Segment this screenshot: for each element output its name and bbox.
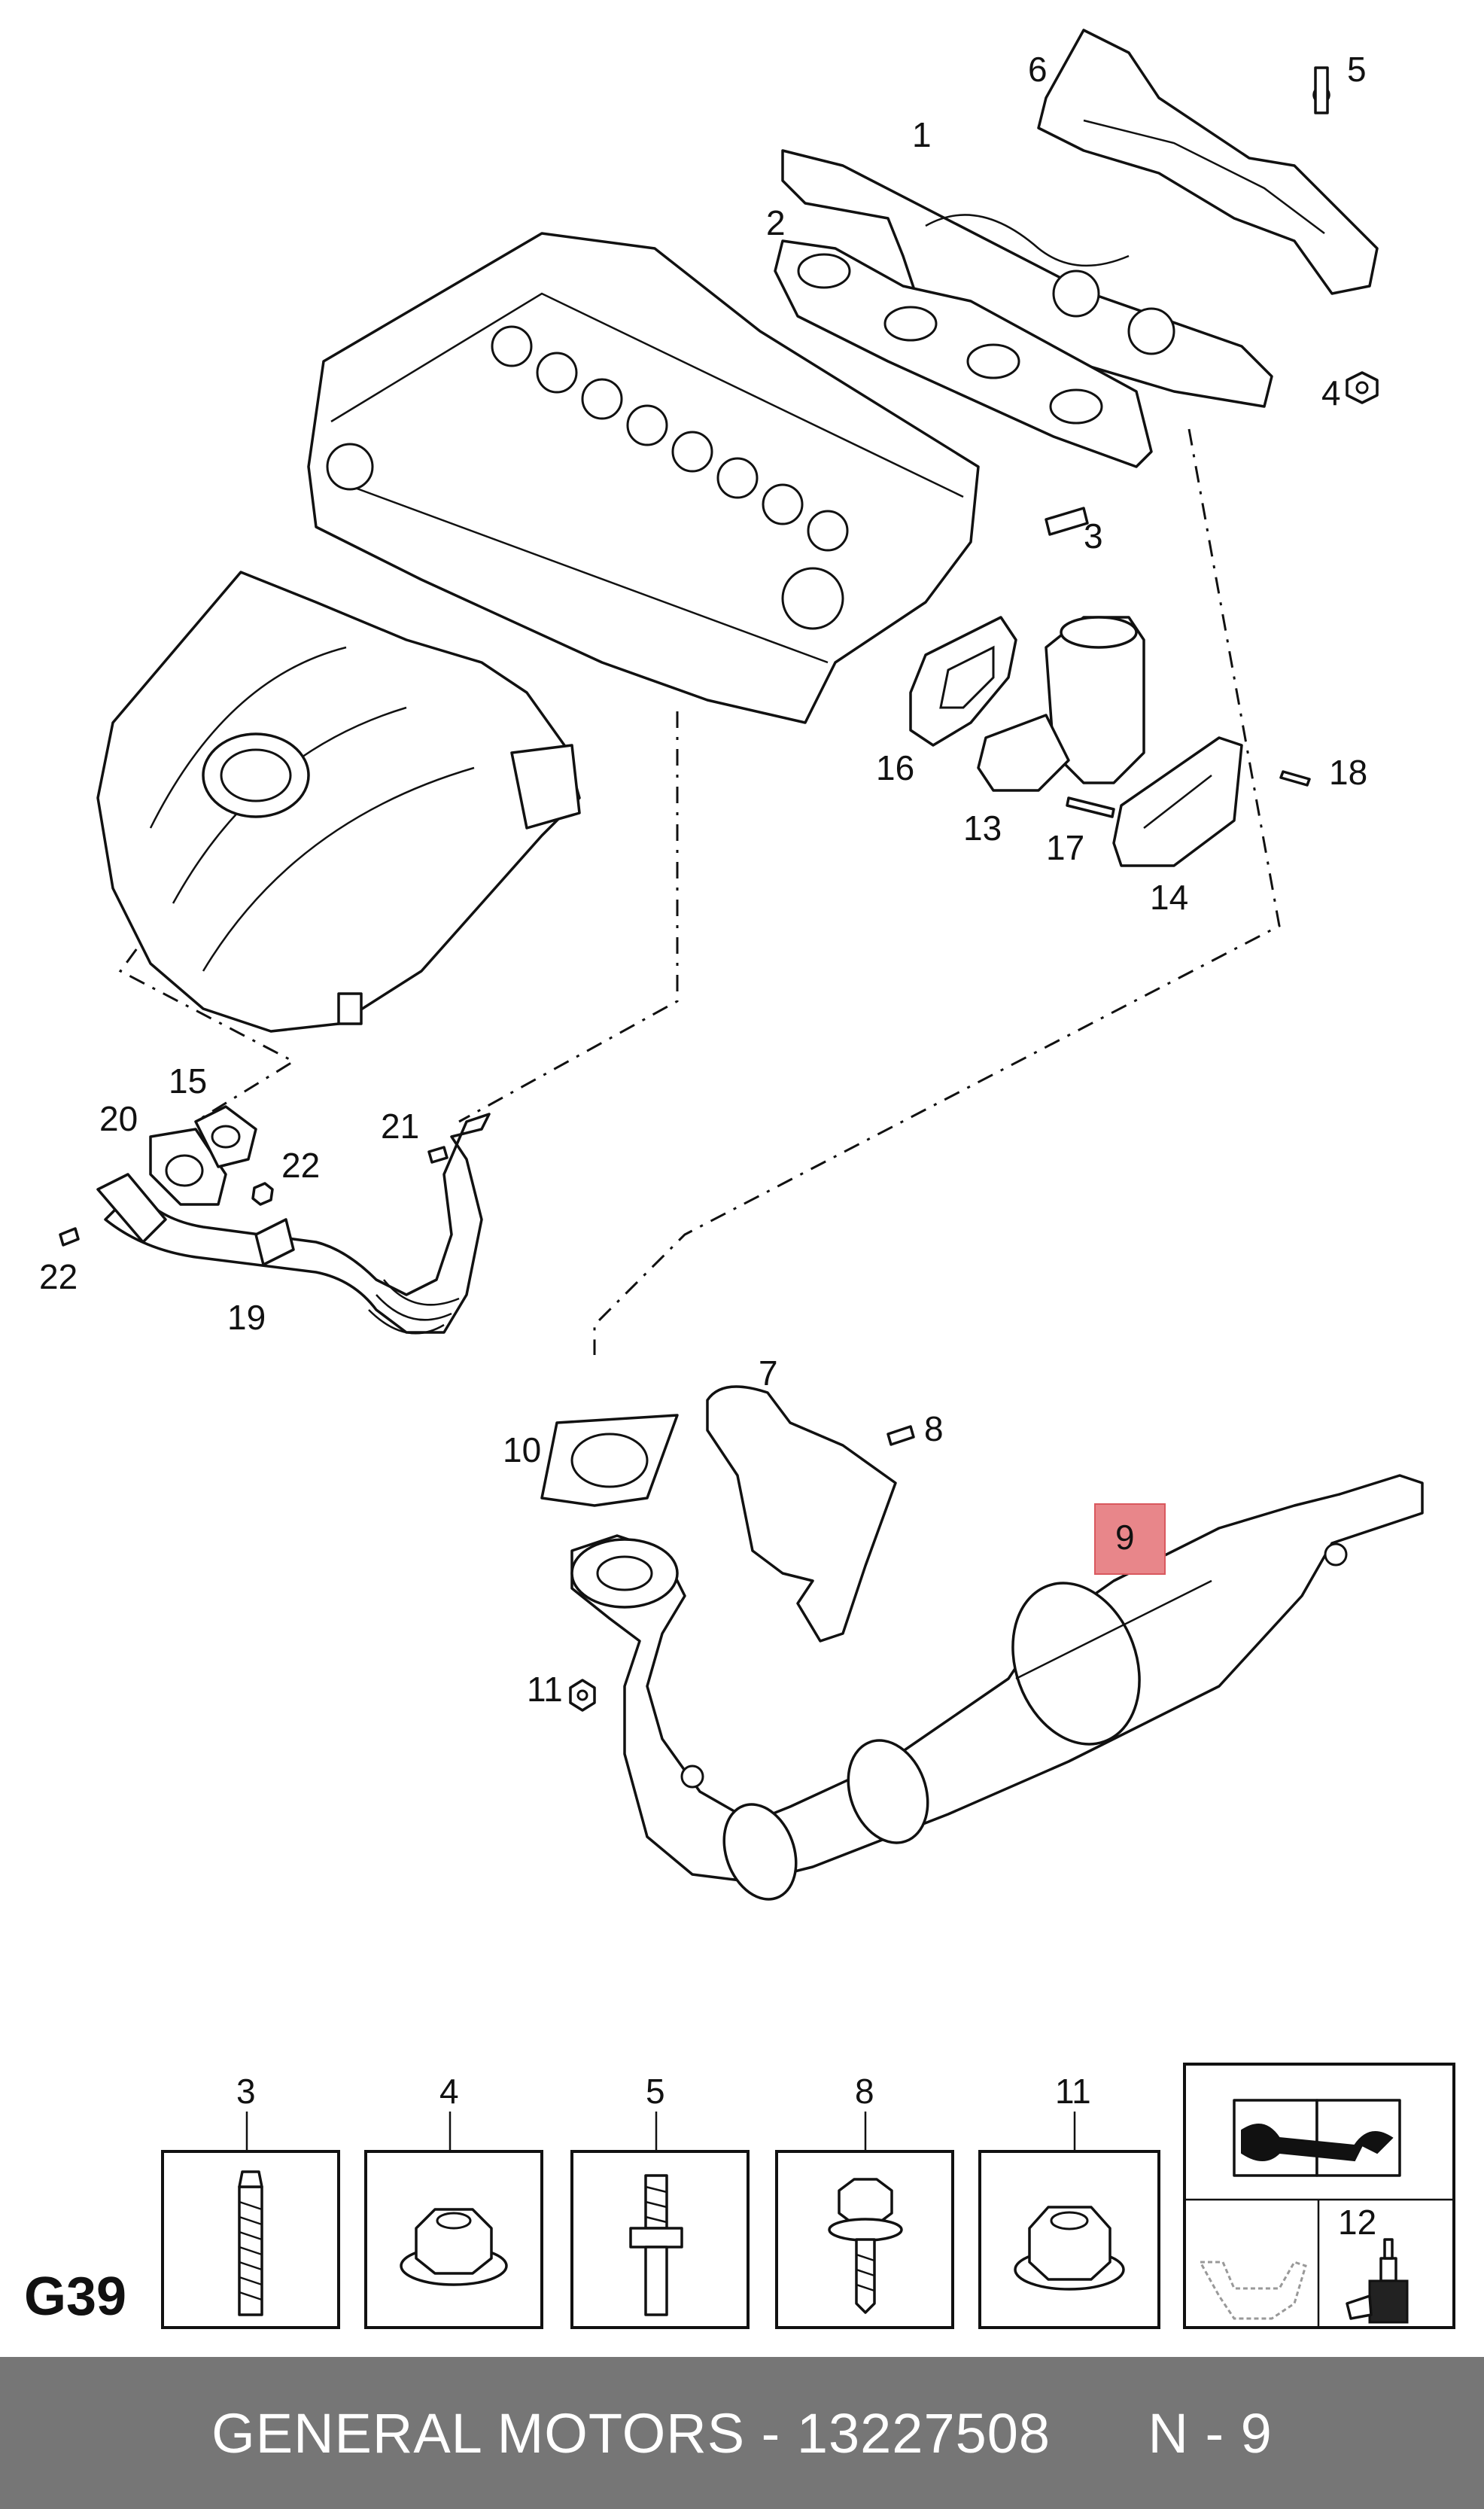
page-code: G39 — [24, 2267, 127, 2327]
callout-8: 8 — [924, 1409, 944, 1448]
cylinder-head — [307, 232, 980, 724]
hardware-label-5: 5 — [646, 2072, 665, 2111]
catalytic-converter-front-pipe — [570, 1474, 1424, 1901]
callout-17: 17 — [1046, 828, 1084, 867]
callout-6: 6 — [1028, 50, 1048, 89]
callout-2: 2 — [766, 203, 786, 242]
footer-text: GENERAL MOTORS - 13227508 N - 9 — [211, 2401, 1273, 2465]
hardware-box-5: 5 — [570, 2072, 750, 2329]
callout-4: 4 — [1321, 373, 1341, 413]
egr-valve-group — [909, 616, 1311, 867]
callout-labels: 1 2 3 4 5 6 7 8 9 10 11 13 14 15 16 17 1… — [39, 50, 1367, 1709]
hardware-label-3: 3 — [236, 2072, 256, 2111]
exhaust-manifold-group — [774, 29, 1379, 536]
callout-10: 10 — [503, 1430, 541, 1469]
callout-11: 11 — [527, 1670, 563, 1709]
callout-9: 9 — [1115, 1518, 1135, 1557]
callout-15: 15 — [169, 1061, 207, 1101]
hardware-label-4: 4 — [439, 2072, 459, 2111]
callout-19: 19 — [227, 1298, 266, 1337]
hardware-box-11: 11 — [978, 2072, 1160, 2329]
hardware-box-3: 3 — [161, 2072, 340, 2329]
sealant-bottle-icon — [1346, 2238, 1409, 2324]
egr-pipe-group — [59, 1105, 491, 1335]
oil-can-icon — [1198, 2261, 1307, 2320]
hardware-label-11: 11 — [1055, 2072, 1091, 2111]
downpipe-hardware — [540, 1385, 915, 1712]
callout-13: 13 — [963, 808, 1002, 848]
hardware-label-12: 12 — [1338, 2203, 1376, 2242]
intake-manifold — [96, 571, 581, 1033]
callout-14: 14 — [1150, 878, 1188, 917]
hardware-box-8: 8 — [775, 2072, 954, 2329]
footer-part-number: 13227508 — [796, 2401, 1051, 2465]
callout-5: 5 — [1347, 50, 1367, 89]
callout-7: 7 — [759, 1353, 778, 1393]
hardware-label-8: 8 — [855, 2072, 874, 2111]
footer-bar: GENERAL MOTORS - 13227508 N - 9 — [0, 2357, 1484, 2509]
leader-lines — [118, 428, 1281, 1355]
footer-position-label: N - 9 — [1148, 2401, 1273, 2465]
callout-22-upper: 22 — [281, 1146, 320, 1185]
footer-separator: - — [745, 2401, 797, 2465]
service-info-box: 12 — [1183, 2063, 1455, 2329]
callout-20: 20 — [99, 1099, 138, 1138]
callout-18: 18 — [1329, 753, 1367, 792]
callout-1: 1 — [912, 115, 932, 154]
callout-22-lower: 22 — [39, 1257, 78, 1296]
highlight-box-part-9 — [1094, 1503, 1166, 1575]
manual-wrench-icon — [1233, 2099, 1401, 2177]
footer-brand: GENERAL MOTORS — [211, 2401, 746, 2465]
callout-21: 21 — [381, 1107, 419, 1146]
callout-16: 16 — [876, 748, 914, 787]
callout-3: 3 — [1084, 516, 1103, 556]
hardware-box-4: 4 — [364, 2072, 543, 2329]
